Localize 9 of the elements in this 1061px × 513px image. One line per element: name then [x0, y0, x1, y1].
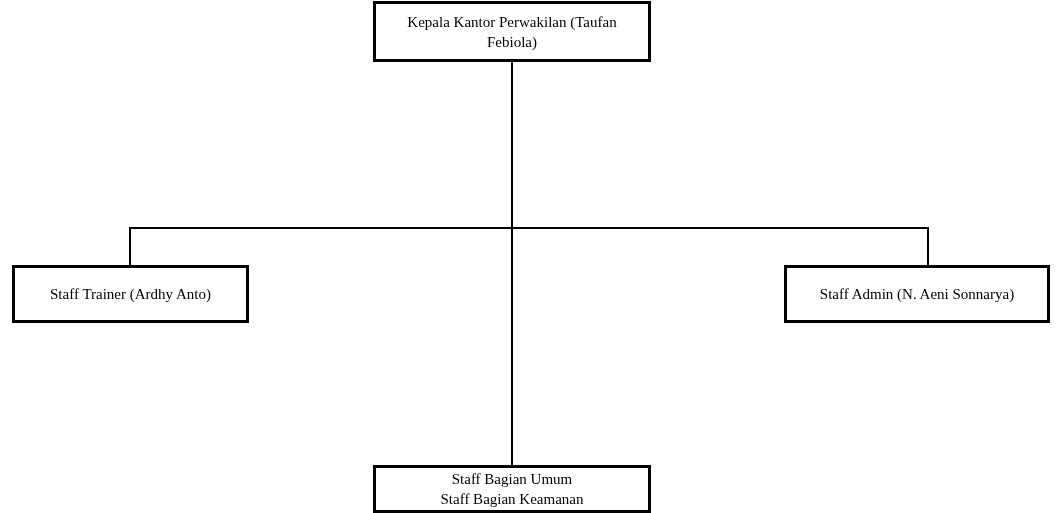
role-label: Staff Trainer (Ardhy Anto)	[50, 285, 211, 304]
role-label: Staff Admin (N. Aeni Sonnarya)	[819, 285, 1015, 304]
org-box	[373, 1, 651, 62]
org-box	[12, 265, 249, 323]
role-label: Kepala Kantor Perwakilan (Taufan Febiola)	[406, 12, 618, 52]
org-box	[373, 465, 651, 513]
org-box	[784, 265, 1050, 323]
role-label: Staff Bagian Keamanan	[440, 490, 584, 509]
role-label: Staff Bagian Umum	[451, 470, 573, 489]
